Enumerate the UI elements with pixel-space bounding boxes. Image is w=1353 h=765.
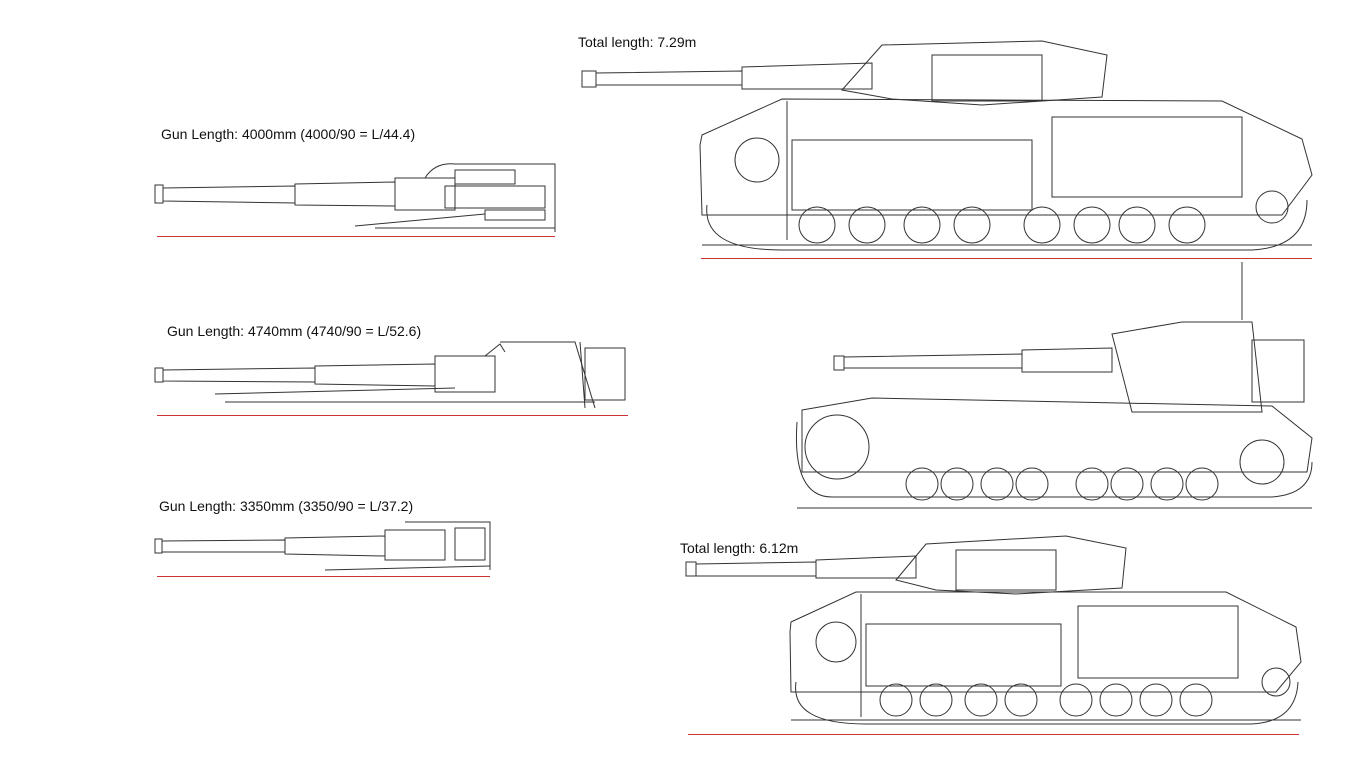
tank-cutaway-drawing-3 [686,532,1304,732]
total-length-label-1: Total length: 7.29m [578,34,697,50]
tank-cutaway-drawing-1 [582,35,1317,255]
tank-side-view-drawing-2 [792,262,1314,510]
gun-barrel-drawing-3 [155,522,490,572]
gun-length-label-1: Gun Length: 4000mm (4000/90 = L/44.4) [161,126,416,142]
measure-line-gun-2 [157,415,628,416]
total-length-label-2: Total length: 6.12m [680,540,799,556]
gun-length-label-2: Gun Length: 4740mm (4740/90 = L/52.6) [167,323,422,339]
gun-barrel-drawing-2 [155,342,628,410]
measure-line-total-2 [688,734,1299,735]
measure-line-total-1 [701,258,1312,259]
gun-length-label-3: Gun Length: 3350mm (3350/90 = L/37.2) [159,498,414,514]
gun-barrel-drawing-1 [155,160,555,232]
measure-line-gun-3 [157,576,490,577]
measure-line-gun-1 [157,236,555,237]
